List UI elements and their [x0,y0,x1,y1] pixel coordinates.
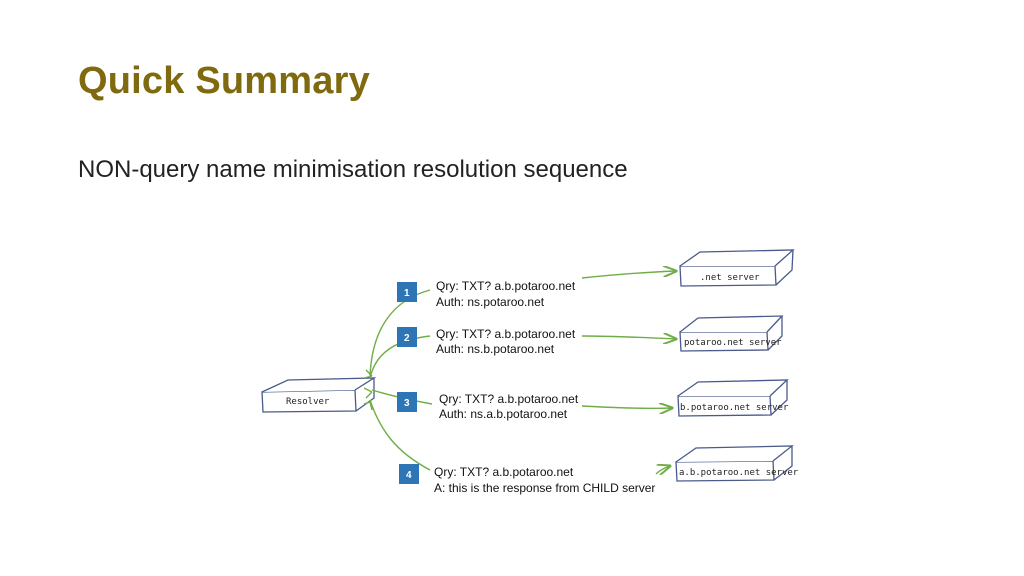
server-label-2: potaroo.net server [684,338,782,348]
resolver-arrowhead-2 [363,387,373,399]
server-box-4: a.b.potaroo.net server [675,445,799,482]
step-badge-2: 2 [397,327,417,347]
step-badge-4: 4 [399,464,419,484]
resolver-arrowhead-1 [363,369,373,379]
step-badge-1: 1 [397,282,417,302]
step-arrow-3 [581,406,672,408]
svg-text:3: 3 [404,398,410,409]
resolver-arrow-1 [369,289,431,377]
resolver-arrowhead-3 [363,401,373,411]
step-4-query: Qry: TXT? a.b.potaroo.net [434,465,574,479]
resolver-label: Resolver [286,397,330,407]
slide-subtitle: NON-query name minimisation resolution s… [78,156,628,183]
step-4-answer: A: this is the response from CHILD serve… [434,481,655,495]
server-label-4: a.b.potaroo.net server [679,468,799,478]
resolver-box: Resolver [261,377,377,413]
server-box-2: potaroo.net server [679,315,784,352]
server-label-3: b.potaroo.net server [680,403,789,413]
step-arrow-4 [655,466,670,474]
server-box-3: b.potaroo.net server [677,379,789,417]
step-3-query: Qry: TXT? a.b.potaroo.net [439,392,579,406]
svg-text:2: 2 [404,333,410,344]
resolver-arrow-4 [369,399,431,471]
step-badge-3: 3 [397,392,417,412]
step-3-auth: Auth: ns.a.b.potaroo.net [439,407,568,421]
server-label-1: .net server [700,273,760,283]
svg-text:4: 4 [406,470,412,481]
slide-title: Quick Summary [78,60,370,102]
svg-text:1: 1 [404,288,410,299]
step-1-auth: Auth: ns.potaroo.net [436,295,545,309]
server-box-1: .net server [679,249,795,287]
step-1-query: Qry: TXT? a.b.potaroo.net [436,279,576,293]
step-2-query: Qry: TXT? a.b.potaroo.net [436,327,576,341]
step-arrow-1 [581,271,676,279]
resolver-arrow-2 [369,335,431,379]
step-arrow-2 [581,336,676,339]
step-2-auth: Auth: ns.b.potaroo.net [436,342,555,356]
